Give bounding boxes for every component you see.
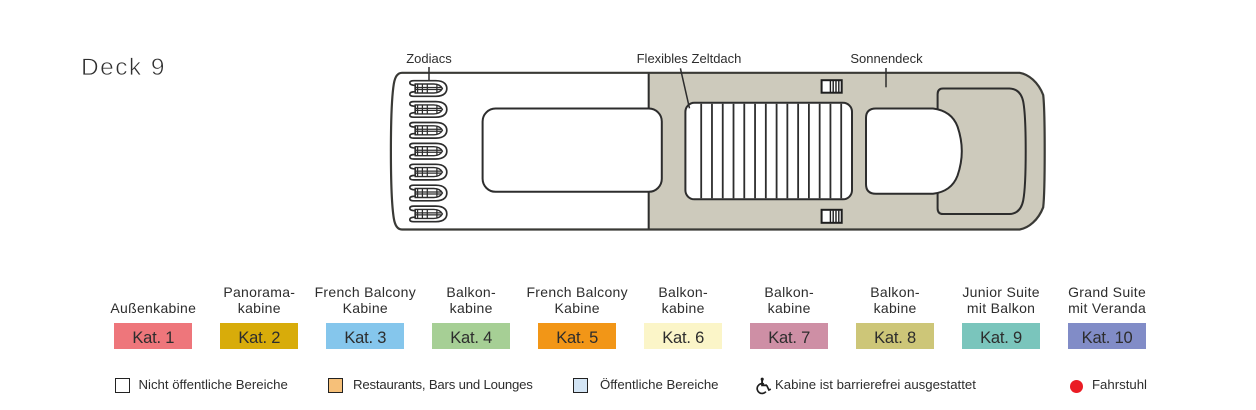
svg-text:Sonnendeck: Sonnendeck [850, 51, 923, 66]
svg-text:Flexibles Zeltdach: Flexibles Zeltdach [637, 51, 742, 66]
svg-text:Zodiacs: Zodiacs [406, 51, 452, 66]
